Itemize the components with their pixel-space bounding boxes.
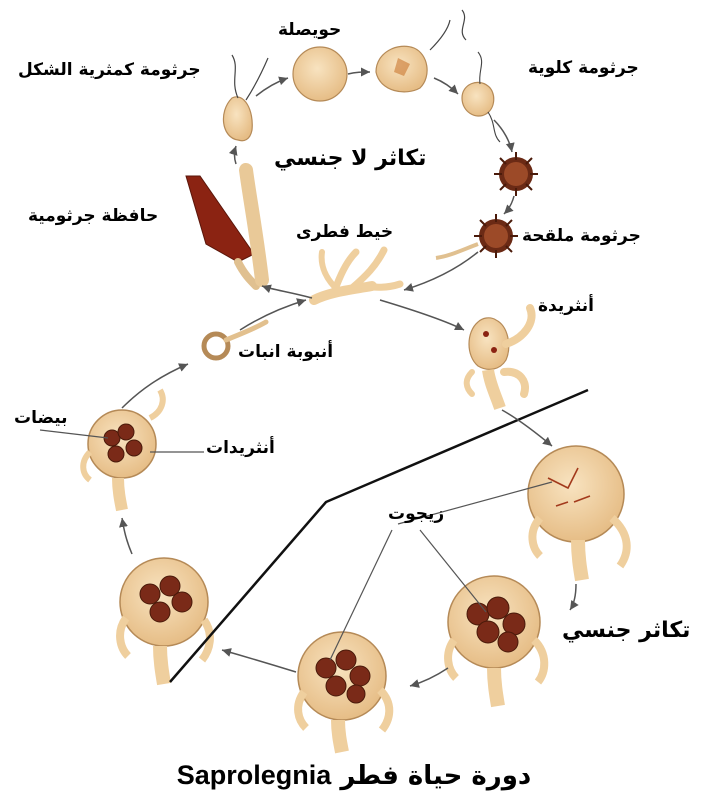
caption-arabic: دورة حياة فطر xyxy=(340,761,531,791)
label-encysted-spore: جرثومة ملقحة xyxy=(522,228,641,245)
label-vesicle: حويصلة xyxy=(278,22,341,39)
encysted-spore-lower xyxy=(436,214,518,258)
kidney-spore-illustration xyxy=(462,52,500,142)
vesicle-releasing-illustration xyxy=(376,10,466,92)
label-germ-tube: أنبوبة انبات xyxy=(238,344,333,361)
label-hypha: خيط فطرى xyxy=(296,224,393,241)
antheridium-illustration xyxy=(467,308,532,408)
pear-spore-illustration xyxy=(223,55,268,141)
label-sexual-reproduction: تكاثر جنسي xyxy=(562,620,690,642)
figure-caption: دورة حياة فطر Saprolegnia xyxy=(0,760,708,791)
hypha-illustration xyxy=(314,250,400,300)
label-antheridia: أنثريدات xyxy=(206,440,275,457)
label-kidney-spore: جرثومة كلوية xyxy=(528,60,639,77)
label-zygotes: زيجوت xyxy=(388,506,444,523)
label-asexual-reproduction: تكاثر لا جنسي xyxy=(274,148,426,170)
caption-latin: Saprolegnia xyxy=(177,760,332,790)
oogonium-zygotes-left xyxy=(120,558,210,684)
oogonium-zygotes-lower-right xyxy=(448,576,544,706)
oogonium-fertilized-right xyxy=(528,446,627,580)
vesicle-illustration xyxy=(293,47,347,101)
label-antheridium: أنثريدة xyxy=(538,298,594,315)
oogonium-zygotes-bottom xyxy=(298,632,389,752)
sporangium-illustration xyxy=(186,170,262,286)
label-pear-spore: جرثومة كمثرية الشكل xyxy=(18,62,201,79)
label-sporangium: حافظة جرثومية xyxy=(28,208,158,225)
encysted-spore-upper xyxy=(494,152,538,196)
label-eggs: بيضات xyxy=(14,410,68,427)
